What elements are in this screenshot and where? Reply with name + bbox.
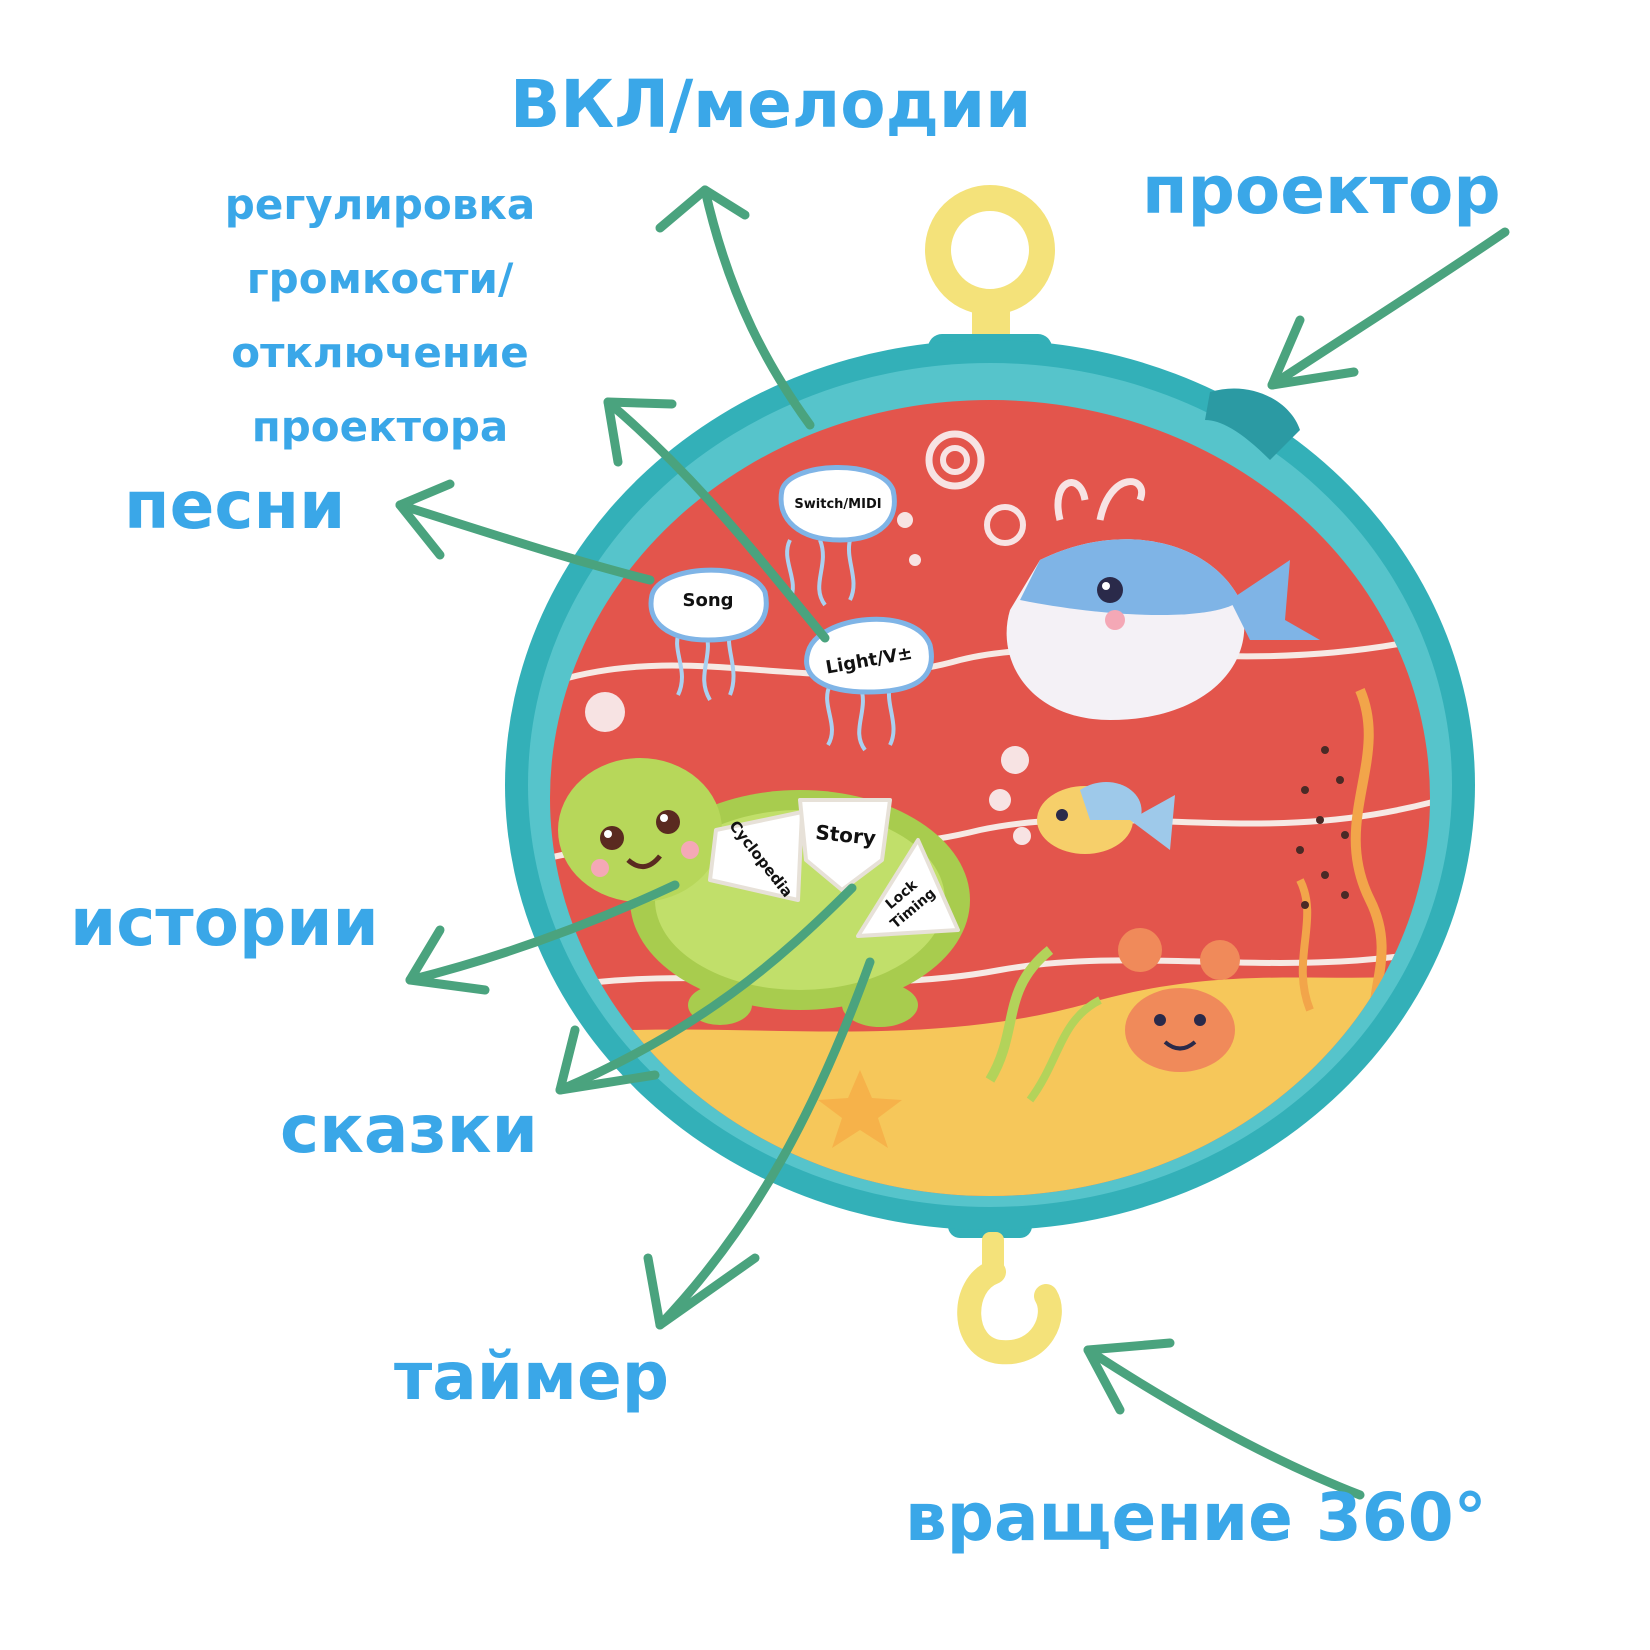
arrow-songs (395, 479, 655, 585)
lock-timing-button[interactable]: Lock Timing (856, 838, 960, 938)
callout-volume-line-1: регулировка (224, 180, 536, 229)
starfish-illustration (818, 1070, 902, 1148)
arrow-projector (1267, 227, 1510, 390)
speaker-grille (1296, 746, 1349, 909)
device-body (505, 340, 1475, 1230)
callout-volume-line-4: проектора (251, 402, 509, 451)
arrow-rotation (1083, 1338, 1365, 1500)
callout-timer: таймер (394, 1338, 669, 1415)
callout-projector: проектор (1142, 152, 1501, 229)
arrow-stories (405, 880, 680, 995)
fish-illustration (1037, 781, 1175, 854)
callout-volume-line-3: отключение (231, 328, 529, 377)
arrow-volume (603, 397, 830, 643)
story-button[interactable]: Story (798, 798, 892, 892)
arrow-timer (643, 957, 875, 1330)
callout-songs: песни (124, 467, 346, 544)
whale-illustration (1006, 478, 1320, 720)
callout-rotation: вращение 360° (905, 1479, 1487, 1556)
song-button[interactable]: Song (648, 567, 769, 643)
callout-stories: истории (70, 884, 379, 961)
song-label: Song (682, 590, 733, 611)
arrow-power (655, 185, 815, 430)
cyclopedia-button[interactable]: Cyclopedia (708, 810, 804, 902)
callout-tales: сказки (280, 1091, 538, 1168)
switch-midi-button[interactable]: Switch/MIDI (778, 465, 897, 543)
callout-volume-line-2: громкости/ (246, 254, 514, 303)
light-volume-button[interactable]: Light/V± (804, 616, 934, 695)
arrow-tales (555, 883, 857, 1095)
switch-midi-label: Switch/MIDI (794, 497, 881, 512)
annotation-arrows (395, 185, 1510, 1500)
callout-volume-projector: регулировка громкости/ отключение проект… (190, 168, 570, 464)
callout-power-melodies: ВКЛ/мелодии (510, 66, 1032, 143)
crab-illustration (1118, 928, 1240, 1072)
